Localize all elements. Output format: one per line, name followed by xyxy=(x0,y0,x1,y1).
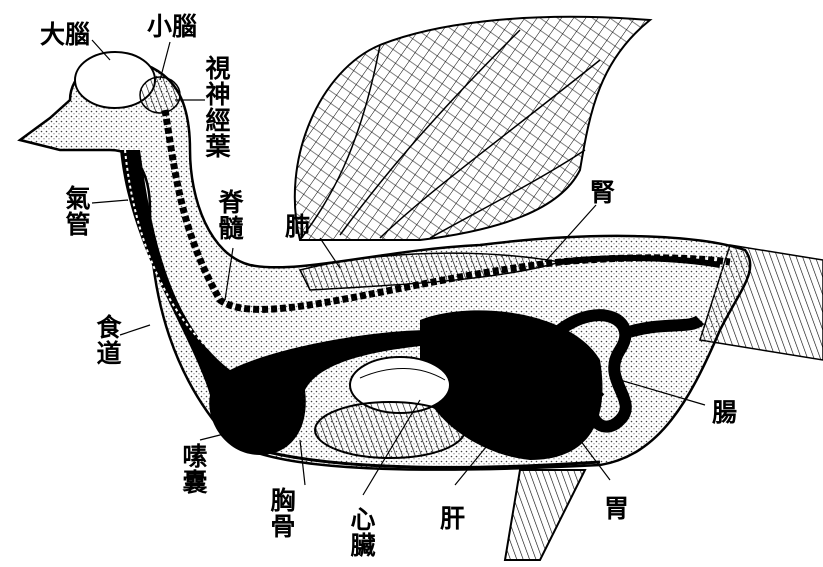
label-optic-lobe: 視神經葉 xyxy=(205,56,231,160)
label-heart: 心臟 xyxy=(350,507,376,559)
leg xyxy=(505,470,585,560)
cerebellum-shape xyxy=(140,77,180,113)
label-intestine: 腸 xyxy=(712,400,737,426)
label-spinal-cord: 脊髓 xyxy=(218,190,244,242)
label-liver: 肝 xyxy=(440,506,465,532)
label-esophagus: 食道 xyxy=(96,315,122,367)
label-stomach: 胃 xyxy=(604,496,629,522)
label-cerebellum: 小腦 xyxy=(147,14,197,40)
label-cerebrum: 大腦 xyxy=(40,22,90,48)
label-kidney: 腎 xyxy=(590,180,615,206)
label-trachea: 氣管 xyxy=(65,186,91,238)
label-lung: 肺 xyxy=(285,214,310,240)
label-crop: 嗉囊 xyxy=(182,444,208,496)
label-sternum: 胸骨 xyxy=(270,488,296,540)
